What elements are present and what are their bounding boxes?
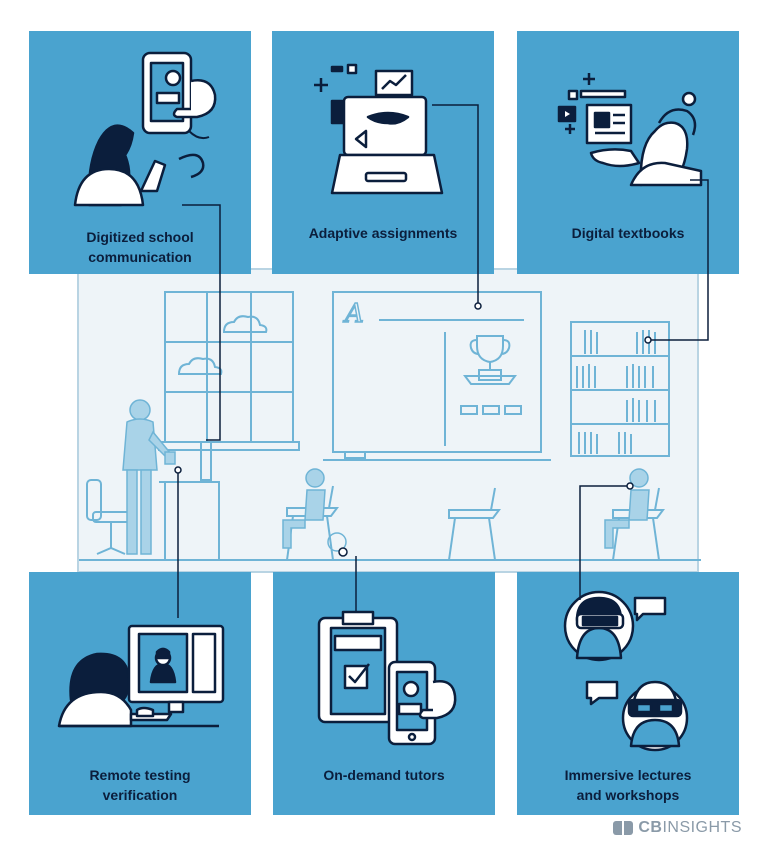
- card-on-demand-tutors: On-demand tutors: [273, 572, 495, 815]
- whiteboard-letter: A: [343, 299, 364, 329]
- office-chair: [86, 479, 130, 555]
- trophy-icon: [460, 335, 522, 415]
- communication-illustration: [73, 51, 217, 207]
- tutors-illustration: [317, 610, 457, 746]
- teacher-desk: [159, 441, 220, 561]
- whiteboard: [323, 291, 551, 461]
- speech-bubble-icon: [633, 596, 667, 622]
- student-figure: [282, 468, 347, 552]
- student-desk: [448, 487, 501, 561]
- card-adaptive-assignments: Adaptive assignments: [272, 31, 494, 274]
- card-label-digitized-communication: Digitized school communication: [86, 229, 194, 265]
- plus-icon: [314, 78, 328, 92]
- card-immersive-lectures: Immersive lectures and workshops: [517, 572, 739, 815]
- student-figure: [604, 468, 650, 549]
- hand-open-icon: [589, 148, 641, 168]
- speech-bubble-icon: [585, 680, 619, 706]
- classroom-scene: A: [77, 268, 701, 573]
- cbinsights-logo-icon: [613, 821, 634, 835]
- card-label-on-demand-tutors: On-demand tutors: [323, 767, 445, 783]
- cbinsights-logo: CBINSIGHTS: [613, 819, 742, 837]
- mouse-icon: [135, 706, 155, 718]
- card-digital-textbooks: Digital textbooks: [517, 31, 739, 274]
- card-label-adaptive-assignments: Adaptive assignments: [308, 225, 458, 241]
- card-label-immersive-lectures: Immersive lectures and workshops: [564, 767, 692, 803]
- checkbox-icon: [343, 664, 369, 690]
- hand-phone-icon: [139, 159, 167, 193]
- cloud-icon: [222, 315, 268, 333]
- card-digitized-communication: Digitized school communication: [29, 31, 251, 274]
- card-label-remote-testing: Remote testing verification: [89, 767, 191, 803]
- cloud-icon: [177, 357, 223, 375]
- classroom-illustration: A: [79, 291, 701, 561]
- card-remote-testing: Remote testing verification: [29, 572, 251, 815]
- brand-cb-text: CB: [638, 819, 663, 836]
- brand-insights-text: INSIGHTS: [662, 819, 742, 836]
- bookshelf: [570, 321, 670, 457]
- remote-testing-illustration: [57, 624, 225, 728]
- immersive-illustration: [563, 590, 689, 752]
- teacher-figure: [122, 399, 176, 555]
- adaptive-illustration: [314, 63, 444, 195]
- plus-icon: [583, 73, 595, 85]
- card-label-digital-textbooks: Digital textbooks: [571, 225, 685, 241]
